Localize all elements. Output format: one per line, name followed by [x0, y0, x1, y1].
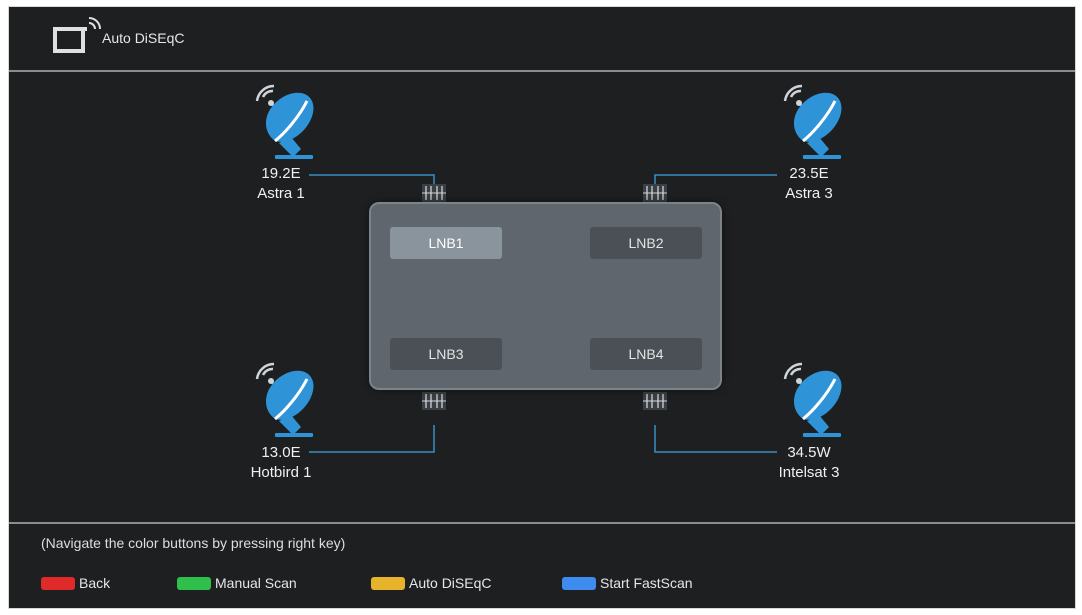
line-lnb2 — [654, 174, 777, 187]
navigation-hint: (Navigate the color buttons by pressing … — [41, 535, 346, 551]
lnb3-button[interactable]: LNB3 — [390, 338, 502, 370]
lnb2-button[interactable]: LNB2 — [590, 227, 702, 259]
diseqc-switch: LNB1 LNB2 LNB3 LNB4 — [369, 202, 722, 390]
header: Auto DiSEqC — [9, 7, 1075, 70]
auto-diseqc-button[interactable]: Auto DiSEqC — [371, 573, 491, 593]
red-key-icon — [41, 576, 75, 590]
back-button[interactable]: Back — [41, 573, 110, 593]
connector-lnb1 — [422, 184, 446, 202]
line-lnb1 — [309, 174, 435, 187]
satellite-position: 34.5W — [787, 444, 831, 461]
satellite-dish-icon — [783, 84, 842, 159]
footer-divider — [9, 522, 1075, 524]
green-key-icon — [177, 576, 211, 590]
line-lnb3 — [309, 425, 435, 453]
connector-lnb4 — [643, 392, 667, 410]
satellite-dish-icon — [255, 362, 314, 437]
start-fastscan-label: Start FastScan — [600, 575, 693, 591]
satellite-dish-icon — [255, 84, 314, 159]
satellite-name: Hotbird 1 — [250, 464, 312, 481]
satellite-position: 13.0E — [261, 444, 301, 461]
page-title: Auto DiSEqC — [102, 30, 185, 46]
yellow-key-icon — [371, 576, 405, 590]
connection-lines — [309, 174, 777, 453]
manual-scan-button[interactable]: Manual Scan — [177, 573, 297, 593]
connector-lnb2 — [643, 184, 667, 202]
satellite-position: 23.5E — [789, 165, 829, 182]
satellite-position: 19.2E — [261, 165, 301, 182]
start-fastscan-button[interactable]: Start FastScan — [562, 573, 693, 593]
manual-scan-label: Manual Scan — [215, 575, 297, 591]
satellite-name: Astra 3 — [785, 185, 833, 202]
line-lnb4 — [654, 425, 777, 453]
tv-signal-icon — [53, 17, 101, 53]
back-label: Back — [79, 575, 111, 591]
satellite-name: Astra 1 — [257, 185, 305, 202]
lnb1-button[interactable]: LNB1 — [390, 227, 502, 259]
header-divider — [9, 70, 1075, 72]
satellite-name: Intelsat 3 — [778, 464, 840, 481]
blue-key-icon — [562, 576, 596, 590]
auto-diseqc-label: Auto DiSEqC — [409, 575, 492, 591]
auto-diseqc-screen: Auto DiSEqC 19.2E Astra 1 — [8, 6, 1076, 609]
connector-lnb3 — [422, 392, 446, 410]
lnb4-button[interactable]: LNB4 — [590, 338, 702, 370]
satellite-dish-icon — [783, 362, 842, 437]
